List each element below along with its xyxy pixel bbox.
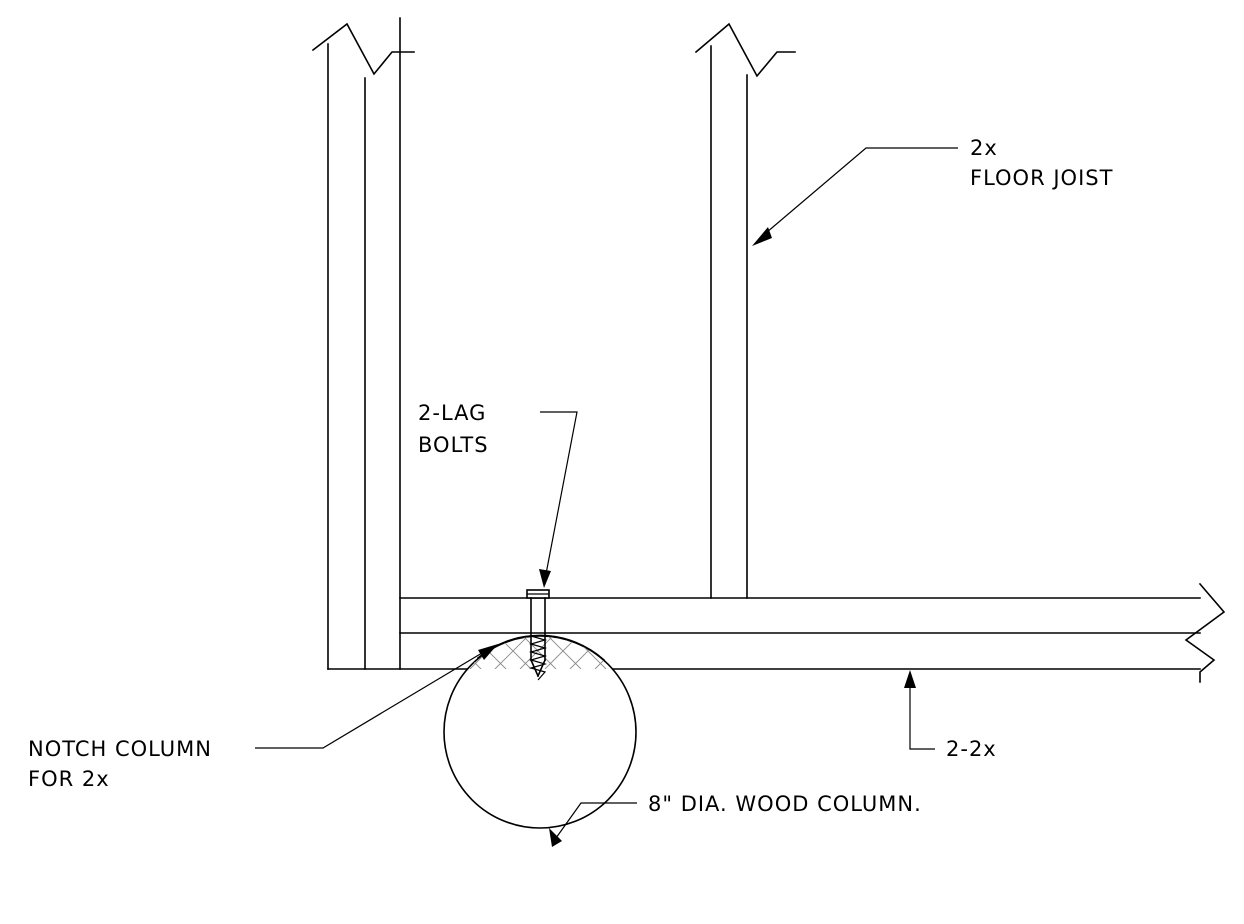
beam-label: 2-2x — [946, 737, 997, 761]
wood-column — [443, 635, 637, 829]
floor-joist-label-line2: FLOOR JOIST — [970, 166, 1113, 190]
left-floor-joist — [311, 17, 415, 670]
double-2x-beam — [327, 582, 1226, 683]
lag-bolts-leader — [539, 411, 578, 588]
floor-joist-label-line1: 2x — [970, 136, 998, 160]
column-leader — [549, 802, 637, 847]
beam-break-symbol — [1184, 582, 1226, 683]
beam-leader — [904, 670, 935, 750]
lag-bolts-label-line1: 2-LAG — [418, 401, 486, 425]
notch-label-line2: FOR 2x — [28, 767, 110, 791]
right-joist-break-symbol — [694, 22, 796, 78]
lag-bolt — [526, 589, 550, 681]
notch-label-line1: NOTCH COLUMN — [28, 737, 212, 761]
notch-leader — [255, 644, 498, 749]
left-joist-break-symbol — [311, 22, 415, 76]
column-label: 8" DIA. WOOD COLUMN. — [648, 792, 922, 816]
right-floor-joist — [694, 22, 796, 599]
lag-bolts-label-line2: BOLTS — [418, 433, 489, 457]
floor-joist-leader — [752, 147, 958, 246]
